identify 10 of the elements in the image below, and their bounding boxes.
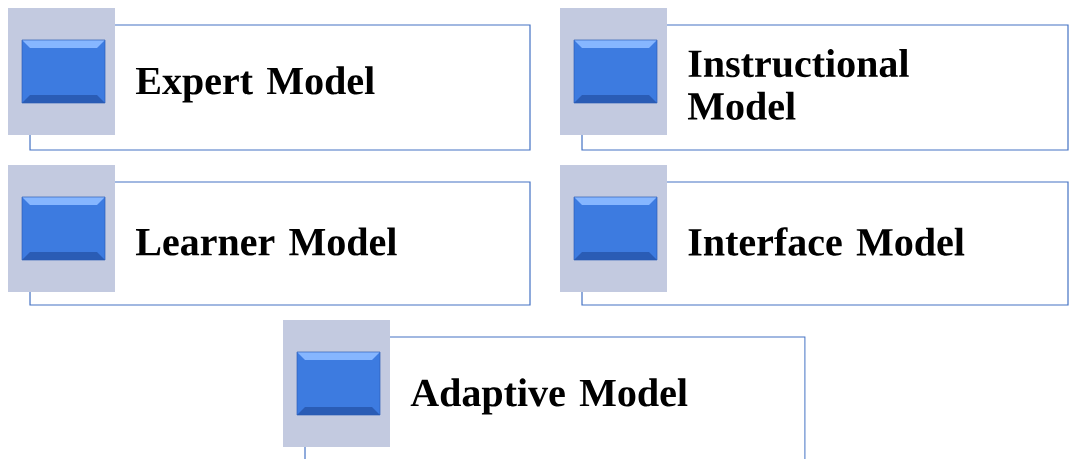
node-label: Interface Model: [688, 227, 965, 256]
card: Adaptive Model: [283, 320, 806, 459]
node-label: Expert Model: [135, 66, 375, 103]
card: Instructional Model: [560, 8, 1069, 151]
card: Expert Model: [8, 8, 531, 151]
card: Learner Model: [8, 165, 531, 306]
card: Interface Model: [560, 165, 1069, 306]
node-label: Instructional Model: [687, 49, 909, 120]
node-label: Learner Model: [135, 227, 397, 256]
node-label: Adaptive Model: [410, 378, 688, 415]
